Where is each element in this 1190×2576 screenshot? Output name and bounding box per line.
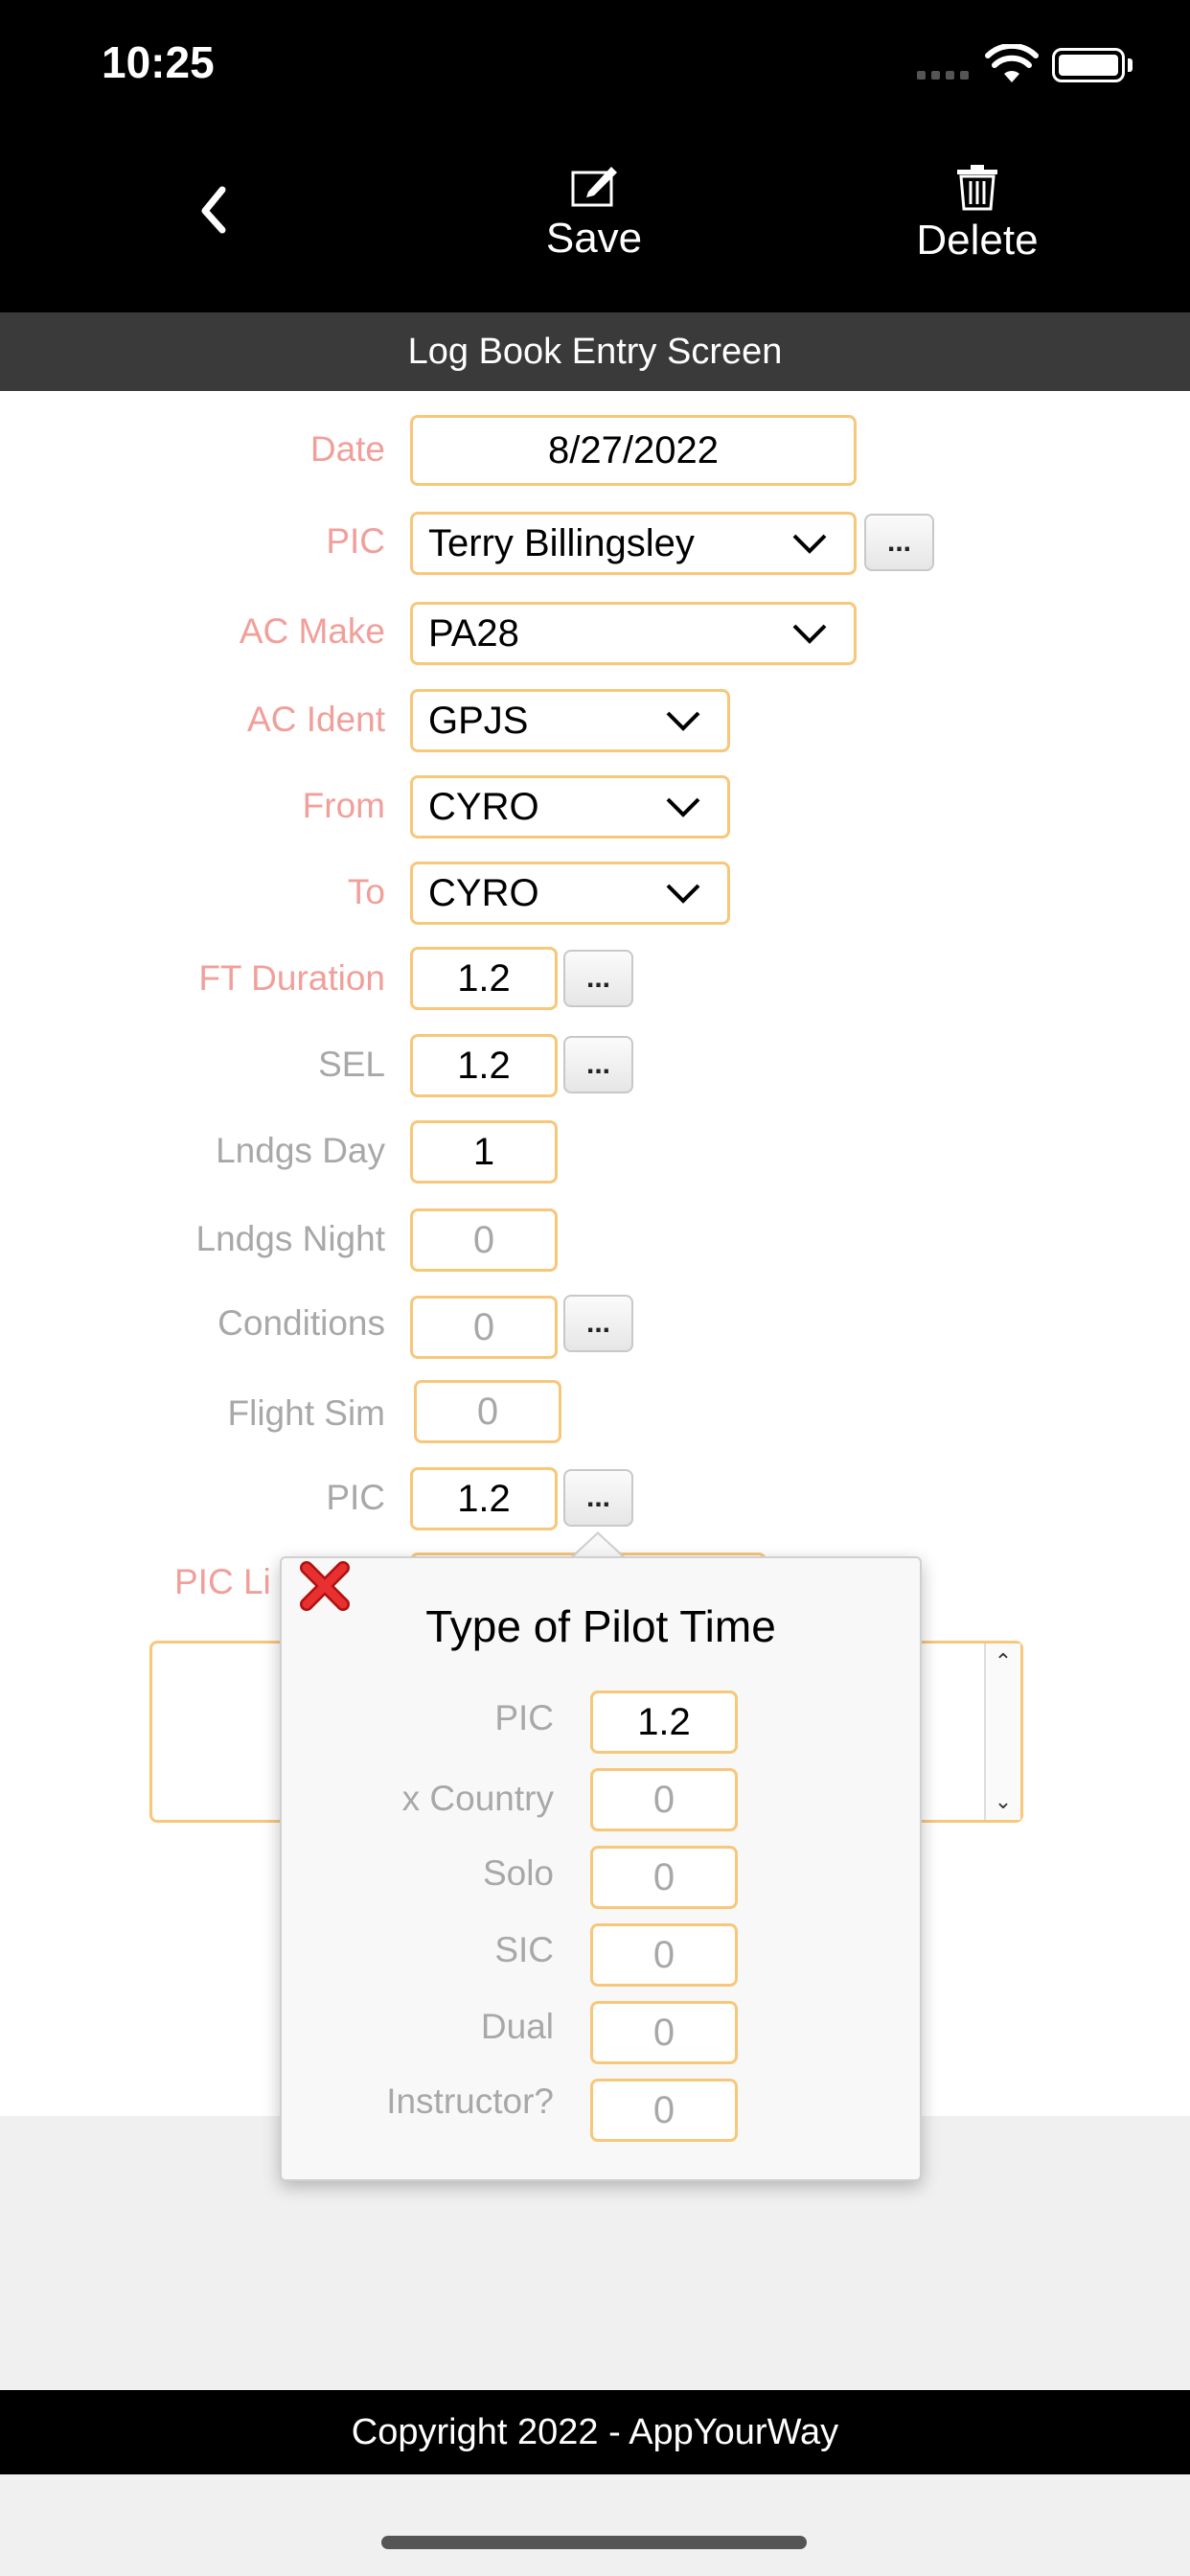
conditions-label: Conditions	[217, 1303, 385, 1343]
pic-time-more-button[interactable]: ...	[563, 1469, 633, 1527]
cellular-signal-icon	[917, 71, 969, 80]
lndgs-day-field[interactable]: 1	[410, 1120, 558, 1184]
pic-label: PIC	[326, 521, 385, 561]
lndgs-day-label: Lndgs Day	[216, 1131, 385, 1170]
pic-time-field[interactable]: 1.2	[410, 1467, 558, 1530]
trash-icon	[957, 165, 997, 211]
bottom-area	[0, 2474, 1190, 2576]
status-time: 10:25	[102, 37, 215, 87]
nav-bar: Save Delete	[0, 134, 1190, 312]
lndgs-night-label: Lndgs Night	[195, 1219, 385, 1258]
from-value: CYRO	[428, 785, 539, 828]
popup-dual-field[interactable]: 0	[590, 2001, 738, 2064]
sel-label: SEL	[318, 1045, 385, 1084]
chevron-down-icon	[766, 605, 854, 662]
ft-duration-field[interactable]: 1.2	[410, 947, 558, 1010]
date-label: Date	[309, 429, 385, 469]
popup-pic-label: PIC	[494, 1698, 554, 1737]
popup-dual-label: Dual	[480, 2007, 554, 2046]
notes-scrollbar[interactable]: ⌃ ⌄	[984, 1644, 1020, 1820]
status-bar: 10:25	[0, 0, 1190, 134]
ac-ident-value: GPJS	[428, 699, 529, 742]
scroll-down-icon[interactable]: ⌄	[994, 1789, 1013, 1813]
to-value: CYRO	[428, 871, 539, 914]
chevron-down-icon	[639, 692, 727, 749]
pic-time-label: PIC	[326, 1478, 385, 1517]
pic-select[interactable]: Terry Billingsley	[410, 512, 857, 575]
popup-sic-label: SIC	[494, 1930, 554, 1969]
home-indicator[interactable]	[381, 2536, 807, 2549]
popup-sic-field[interactable]: 0	[590, 1923, 738, 1987]
conditions-more-button[interactable]: ...	[563, 1295, 633, 1352]
chevron-down-icon	[639, 864, 727, 922]
conditions-field[interactable]: 0	[410, 1296, 558, 1359]
ac-ident-select[interactable]: GPJS	[410, 689, 730, 752]
chevron-down-icon	[639, 778, 727, 836]
popup-instructor-field[interactable]: 0	[590, 2079, 738, 2142]
flight-sim-field[interactable]: 0	[414, 1380, 561, 1443]
wifi-icon	[985, 44, 1039, 82]
popup-title: Type of Pilot Time	[425, 1601, 776, 1651]
battery-icon	[1052, 48, 1125, 82]
ac-make-value: PA28	[428, 611, 519, 655]
flight-sim-label: Flight Sim	[227, 1393, 385, 1433]
to-select[interactable]: CYRO	[410, 862, 730, 925]
delete-button[interactable]: Delete	[891, 163, 1064, 264]
popup-solo-field[interactable]: 0	[590, 1846, 738, 1909]
scroll-up-icon[interactable]: ⌃	[994, 1649, 1013, 1673]
pic-license-label: PIC Li	[174, 1562, 271, 1601]
ft-duration-label: FT Duration	[198, 958, 385, 998]
battery-tip	[1128, 58, 1133, 72]
edit-icon	[571, 167, 617, 207]
popup-solo-label: Solo	[482, 1853, 554, 1893]
from-select[interactable]: CYRO	[410, 775, 730, 839]
save-button[interactable]: Save	[537, 163, 652, 263]
back-chevron-icon[interactable]	[188, 171, 236, 247]
ac-make-select[interactable]: PA28	[410, 602, 857, 665]
chevron-down-icon	[766, 515, 854, 572]
ft-duration-more-button[interactable]: ...	[563, 950, 633, 1007]
pic-value: Terry Billingsley	[428, 521, 695, 564]
to-label: To	[347, 872, 385, 911]
ac-ident-label: AC Ident	[247, 700, 385, 739]
pilot-time-popup: Type of Pilot Time PIC 1.2 x Country 0 S…	[280, 1556, 922, 2181]
screen-title: Log Book Entry Screen	[0, 312, 1190, 391]
date-field[interactable]: 8/27/2022	[410, 415, 857, 486]
from-label: From	[302, 786, 385, 825]
popup-pic-field[interactable]: 1.2	[590, 1690, 738, 1754]
popup-x-country-label: x Country	[401, 1779, 554, 1818]
sel-more-button[interactable]: ...	[563, 1036, 633, 1093]
popup-instructor-label: Instructor?	[386, 2082, 554, 2121]
footer-copyright: Copyright 2022 - AppYourWay	[0, 2390, 1190, 2474]
sel-field[interactable]: 1.2	[410, 1034, 558, 1097]
close-icon[interactable]	[297, 1558, 353, 1614]
popup-arrow-inner	[572, 1534, 624, 1558]
save-label: Save	[545, 215, 643, 262]
ac-make-label: AC Make	[239, 611, 385, 651]
pic-more-button[interactable]: ...	[864, 514, 934, 571]
delete-label: Delete	[916, 217, 1039, 264]
popup-x-country-field[interactable]: 0	[590, 1768, 738, 1831]
lndgs-night-field[interactable]: 0	[410, 1208, 558, 1272]
